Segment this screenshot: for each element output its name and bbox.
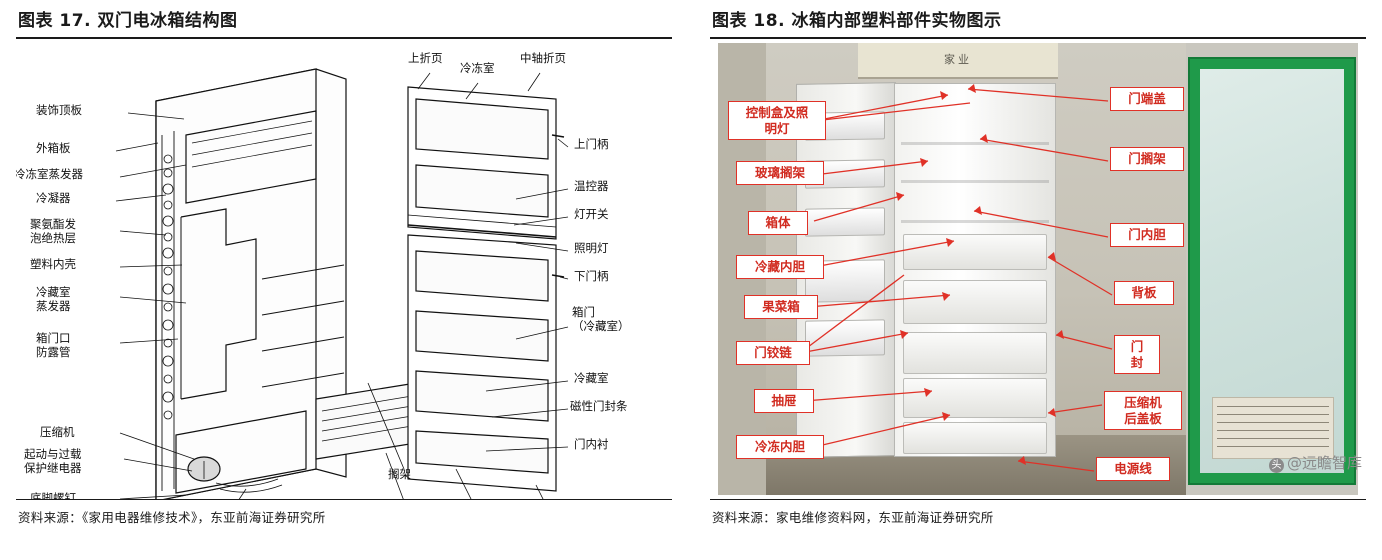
label-compressor: 压缩机 [40, 425, 75, 439]
figure-18-source-rule [710, 499, 1366, 500]
callout-back-panel[interactable]: 背板 [1114, 281, 1174, 305]
watermark-text: @远瞻智库 [1286, 454, 1362, 472]
photo-banner-text: 家业 [944, 54, 972, 66]
glass-shelf [901, 180, 1049, 183]
label-plastic-liner: 塑料内壳 [30, 257, 76, 271]
label-freezer-evaporator: 冷冻室蒸发器 [16, 167, 83, 181]
crisper-bin [903, 234, 1047, 270]
callout-door-hinge[interactable]: 门铰链 [736, 341, 810, 365]
figure-18-source: 资料来源：家电维修资料网，东亚前海证券研究所 [712, 510, 994, 525]
label-shelf: 搁架 [388, 467, 411, 481]
watermark-icon: 头 [1268, 458, 1284, 473]
label-upper-hinge: 上折页 [408, 51, 443, 65]
figure-17-panel: 图表 17. 双门电冰箱结构图 [16, 0, 672, 560]
crisper-bin [903, 280, 1047, 324]
callout-door-seal[interactable]: 门 封 [1114, 335, 1160, 375]
glass-shelf [901, 220, 1049, 223]
figure-18-title-rule [710, 37, 1366, 39]
fridge-body [894, 83, 1056, 457]
green-back-panel-sample [1188, 57, 1356, 485]
label-lamp-switch: 灯开关 [574, 207, 609, 221]
figure-17-title-rule [16, 37, 672, 39]
figure-17-source-rule [16, 499, 672, 500]
label-thermostat: 温控器 [574, 179, 609, 193]
callout-power-cord[interactable]: 电源线 [1096, 457, 1170, 481]
label-start-overload-relay: 起动与过载 保护继电器 [24, 447, 82, 476]
label-lower-handle: 下门柄 [574, 269, 609, 283]
figure-18-title: 图表 18. 冰箱内部塑料部件实物图示 [712, 11, 1002, 31]
refrigerator-photo: 家业 [718, 43, 1358, 495]
callout-door-liner[interactable]: 门内胆 [1110, 223, 1184, 247]
label-top-decor-panel: 装饰顶板 [36, 103, 82, 117]
label-freezer-compartment: 冷冻室 [460, 61, 495, 75]
freezer-drawer [903, 332, 1047, 374]
schematic-drawing [115, 68, 569, 499]
refrigerator-schematic: 装饰顶板 外箱板 冷冻室蒸发器 冷凝器 聚氨酯发 泡绝热层 塑料内壳 冷藏室 蒸… [16, 39, 672, 499]
freezer-drawer [903, 378, 1047, 418]
glass-shelf [901, 142, 1049, 145]
callout-door-end-cap[interactable]: 门端盖 [1110, 87, 1184, 111]
figure-17-image: 装饰顶板 外箱板 冷冻室蒸发器 冷凝器 聚氨酯发 泡绝热层 塑料内壳 冷藏室 蒸… [16, 39, 672, 499]
label-foot-screw: 底脚螺钉 [30, 491, 76, 499]
label-upper-handle: 上门柄 [574, 137, 609, 151]
watermark: 头@远瞻智库 [1268, 452, 1362, 473]
callout-door-rack[interactable]: 门搁架 [1110, 147, 1184, 171]
label-condenser: 冷凝器 [36, 191, 71, 205]
photo-banner: 家业 [858, 43, 1058, 79]
figure-17-title: 图表 17. 双门电冰箱结构图 [18, 11, 238, 31]
callout-fridge-liner[interactable]: 冷藏内胆 [736, 255, 824, 279]
figure-17-source: 资料来源：《家用电器维修技术》，东亚前海证券研究所 [18, 510, 326, 525]
freezer-drawer [903, 422, 1047, 454]
label-lamp: 照明灯 [574, 241, 609, 255]
label-polyurethane-foam: 聚氨酯发 泡绝热层 [30, 217, 76, 246]
label-door-inner-lining: 门内衬 [574, 437, 609, 451]
figure-18-image: 家业 [710, 39, 1366, 499]
figure-18-panel: 图表 18. 冰箱内部塑料部件实物图示 家业 [710, 0, 1366, 560]
callout-cabinet[interactable]: 箱体 [748, 211, 808, 235]
callout-freezer-liner[interactable]: 冷冻内胆 [736, 435, 824, 459]
callout-control-box-lamp[interactable]: 控制盒及照 明灯 [728, 101, 826, 141]
callout-crisper-box[interactable]: 果菜箱 [744, 295, 818, 319]
label-fridge-evaporator: 冷藏室 蒸发器 [36, 285, 71, 314]
callout-drawer[interactable]: 抽屉 [754, 389, 814, 413]
label-outer-case: 外箱板 [36, 141, 71, 155]
callout-glass-shelf[interactable]: 玻璃搁架 [736, 161, 824, 185]
label-center-hinge: 中轴折页 [520, 51, 566, 65]
label-magnetic-door-seal: 磁性门封条 [570, 399, 628, 413]
label-door-anti-dew-pipe: 箱门口 防露管 [36, 331, 71, 360]
label-cabinet-door: 箱门 （冷藏室） [572, 305, 630, 334]
callout-leader-lines [799, 84, 1113, 472]
label-fridge-compartment: 冷藏室 [574, 371, 609, 385]
callout-compressor-cover[interactable]: 压缩机 后盖板 [1104, 391, 1182, 431]
condenser-coil [1212, 397, 1334, 459]
